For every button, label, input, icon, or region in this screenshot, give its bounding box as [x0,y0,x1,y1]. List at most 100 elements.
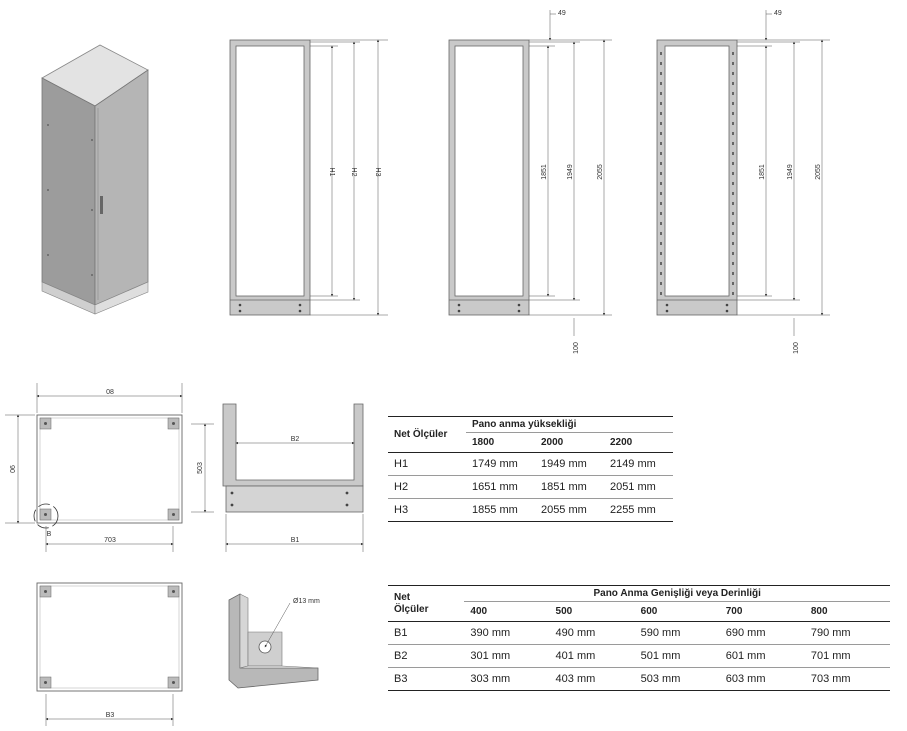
perforation-hole [660,222,662,225]
perforation-hole [660,192,662,195]
table-cell: 1851 mm [534,475,604,499]
perforation-holes [660,52,734,295]
row-label: H1 [388,452,466,476]
perforation-hole [732,282,734,285]
perforation-hole [660,162,662,165]
perforation-hole [660,72,662,75]
table-cell: 790 mm [804,621,890,645]
dim-1851-label: 1851 [759,164,766,180]
table-row: B1 390 mm 490 mm 590 mm 690 mm 790 mm [388,621,890,645]
row-label: B3 [388,667,465,691]
perforation-hole [732,152,734,155]
perforation-hole [732,202,734,205]
perforation-hole [732,82,734,85]
table-cell: 503 mm [634,667,720,691]
h3-label: H3 [374,168,381,177]
top-view: 08 06 703 B [5,383,183,552]
perforation-hole [732,222,734,225]
perforation-hole [732,192,734,195]
perforation-hole [660,62,662,65]
perforation-hole [660,212,662,215]
b1-label: B1 [291,537,300,544]
table-cell: 690 mm [719,621,805,645]
perforation-hole [732,122,734,125]
dim-1949-label: 1949 [787,164,794,180]
dim-1949-label: 1949 [567,164,574,180]
perforation-hole [660,232,662,235]
table-cell: 2149 mm [603,452,673,476]
perforation-hole [732,262,734,265]
table-cell: 1949 mm [534,452,604,476]
detail-b-label: B [47,531,52,538]
perforation-hole [732,272,734,275]
perforation-hole [660,82,662,85]
table-cell: 2255 mm [603,498,673,522]
column-header: 600 [640,606,658,617]
h1-label: H1 [328,168,335,177]
perforation-hole [732,112,734,115]
table-cell: 2055 mm [534,498,604,522]
perforation-hole [732,232,734,235]
column-header: 2000 [540,437,564,448]
frame-view-2: 49 1851 1949 2055 100 [448,10,612,354]
perforation-hole [660,252,662,255]
perforation-hole [732,182,734,185]
table-cell: 403 mm [549,667,635,691]
perforation-hole [732,52,734,55]
row-label: H3 [388,498,466,522]
perforation-hole [660,132,662,135]
column-header: 500 [555,606,573,617]
hole-diameter-label: Ø13 mm [293,598,320,605]
table-cell: 603 mm [719,667,805,691]
perforation-hole [732,92,734,95]
b2-label: B2 [291,436,300,443]
perforation-hole [732,102,734,105]
top-offset-label: 49 [774,10,782,17]
frame-view-3: 49 1851 1949 2055 100 [656,10,830,354]
perforation-hole [732,62,734,65]
plinth-label: 100 [793,342,800,354]
perforation-hole [660,292,662,295]
perforation-hole [732,142,734,145]
perforation-hole [660,172,662,175]
height-dimensions-table: Net Ölçüler Pano anma yüksekliği 1800 20… [388,416,673,522]
column-header: 2200 [609,437,633,448]
perforation-hole [660,242,662,245]
depth-label: 06 [10,465,17,473]
plinth-label: 100 [573,342,580,354]
table-cell: 501 mm [634,644,720,668]
h2-label: H2 [350,168,357,177]
group-header: Pano anma yüksekliği [465,416,673,433]
table-row: B3 303 mm 403 mm 503 mm 603 mm 703 mm [388,667,890,691]
table-cell: 490 mm [549,621,635,645]
table-cell: 303 mm [464,667,550,691]
bottom-view: B3 [36,582,183,726]
dim-1851-label: 1851 [541,164,548,180]
b3-label: B3 [106,712,115,719]
row-label: H2 [388,475,466,499]
door-handle-icon [100,196,103,214]
column-header: 800 [810,606,828,617]
table-cell: 390 mm [464,621,550,645]
group-header: Pano Anma Genişliği veya Derinliği [464,585,890,602]
width-label: 08 [106,389,114,396]
perforation-hole [660,262,662,265]
top-offset-label: 49 [558,10,566,17]
table-row: B2 301 mm 401 mm 501 mm 601 mm 701 mm [388,644,890,668]
plinth-height-label: 503 [197,462,204,474]
perforation-hole [732,162,734,165]
row-header-line1: Net [394,591,411,603]
perforation-hole [732,132,734,135]
table-cell: 701 mm [804,644,890,668]
table-cell: 1855 mm [465,498,535,522]
width-depth-dimensions-table: Net Ölçüler Pano Anma Genişliği veya Der… [388,585,890,691]
row-header-line2: Ölçüler [394,603,429,615]
perforation-hole [660,182,662,185]
perforation-hole [732,172,734,175]
perforation-hole [732,72,734,75]
table-cell: 601 mm [719,644,805,668]
table-cell: 703 mm [804,667,890,691]
perforation-hole [660,272,662,275]
perforation-hole [732,212,734,215]
row-label: B2 [388,644,465,668]
